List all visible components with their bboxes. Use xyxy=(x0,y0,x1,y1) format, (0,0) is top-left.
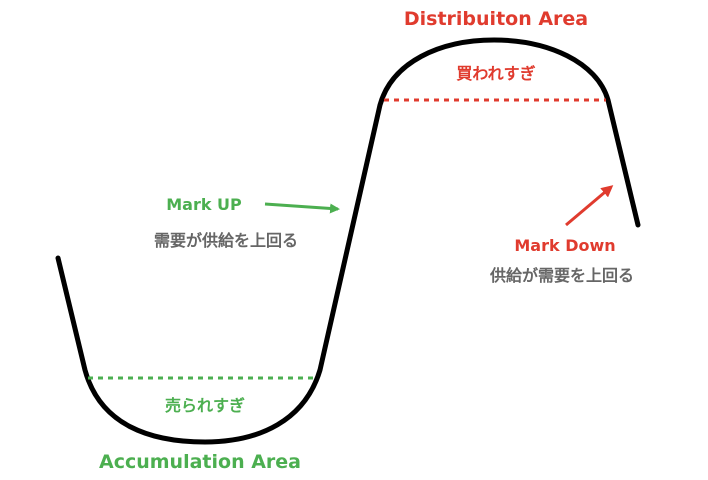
accumulation-area-title: Accumulation Area xyxy=(99,451,301,473)
overbought-label: 買われすぎ xyxy=(456,64,536,83)
markup-arrow xyxy=(264,202,340,214)
markdown-description: 供給が需要を上回る xyxy=(489,266,635,285)
oversold-label: 売られすぎ xyxy=(164,396,246,415)
markdown-arrow xyxy=(565,185,614,227)
markdown-title: Mark Down xyxy=(514,236,616,255)
markup-title: Mark UP xyxy=(166,195,242,214)
markup-description: 需要が供給を上回る xyxy=(153,231,299,250)
distribution-area-title: Distribuiton Area xyxy=(403,8,589,30)
price-cycle-curve xyxy=(55,37,641,445)
